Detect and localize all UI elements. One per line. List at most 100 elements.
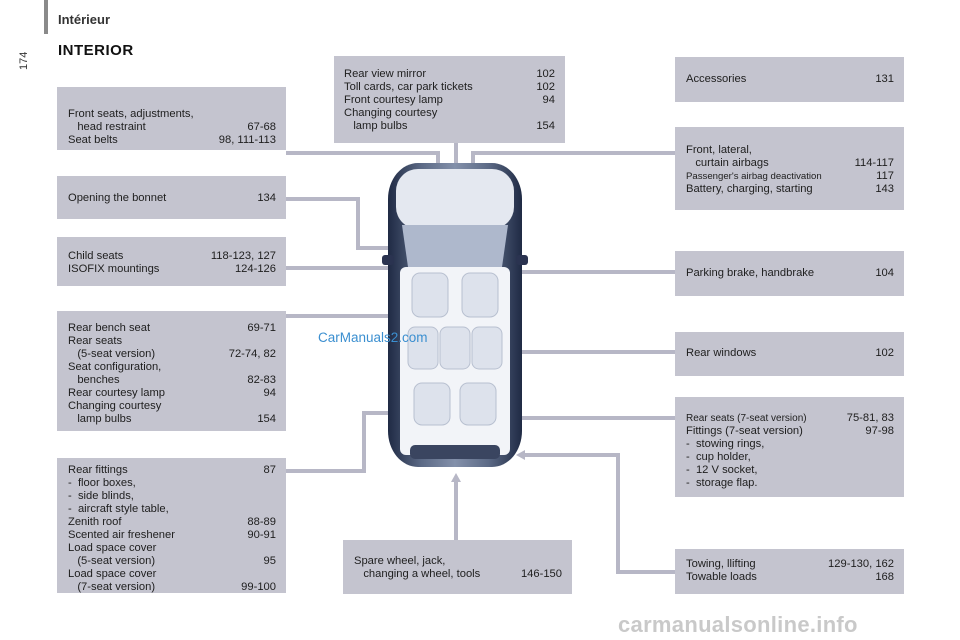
entry-label: Scented air freshener [68, 529, 175, 541]
index-entry: Load space cover [68, 568, 276, 581]
page-edge-bar [44, 0, 48, 34]
entry-label: - 12 V socket, [686, 464, 758, 476]
entry-page-ref: 154 [536, 120, 555, 132]
entry-label: Fittings (7-seat version) [686, 425, 803, 437]
entry-label: ISOFIX mountings [68, 263, 160, 275]
index-entry: - cup holder, [686, 451, 894, 464]
index-entry: head restraint 67-68 [68, 121, 276, 134]
entry-label: - floor boxes, [68, 477, 136, 489]
entry-page-ref: 154 [257, 413, 276, 425]
index-entry: Load space cover [68, 542, 276, 555]
entry-page-ref: 69-71 [247, 322, 276, 334]
page-title: INTERIOR [58, 42, 134, 59]
entry-label: Passenger's airbag deactivation [686, 171, 822, 182]
entry-label: Rear view mirror [344, 68, 427, 80]
entry-page-ref: 102 [536, 81, 555, 93]
entry-label: Load space cover [68, 568, 157, 580]
index-entry: Front courtesy lamp 94 [344, 94, 555, 107]
entry-page-ref: 94 [542, 94, 555, 106]
entry-page-ref: 88-89 [247, 516, 276, 528]
entry-label: Rear seats [68, 335, 123, 347]
entry-label: Rear bench seat [68, 322, 151, 334]
entry-label: Parking brake, handbrake [686, 267, 815, 279]
index-entry: Scented air freshener 90-91 [68, 529, 276, 542]
entry-page-ref: 129-130, 162 [828, 558, 894, 570]
entry-label: - aircraft style table, [68, 503, 169, 515]
entry-page-ref: 118-123, 127 [210, 250, 276, 262]
index-entry: Rear seats [68, 335, 276, 348]
index-entry: (5-seat version) 72-74, 82 [68, 348, 276, 361]
entry-label: (7-seat version) [68, 581, 156, 593]
section-title: Intérieur [58, 12, 111, 27]
entry-page-ref: 131 [875, 73, 894, 85]
entry-label: Load space cover [68, 542, 157, 554]
entry-page-ref: 72-74, 82 [228, 348, 276, 360]
entry-label: changing a wheel, tools [354, 568, 481, 580]
index-entry: Front seats, adjustments, [68, 108, 276, 121]
entry-label: benches [68, 374, 120, 386]
entry-label: Toll cards, car park tickets [344, 81, 473, 93]
entry-page-ref: 67-68 [247, 121, 276, 133]
entry-label: - cup holder, [686, 451, 751, 463]
entry-label: Seat belts [68, 134, 118, 146]
entry-label: Spare wheel, jack, [354, 555, 446, 567]
entry-page-ref: 75-81, 83 [846, 412, 894, 424]
list: Front seats, adjustments, head restraint… [68, 108, 276, 147]
index-entry: Zenith roof 88-89 [68, 516, 276, 529]
entry-page-ref: 102 [536, 68, 555, 80]
index-entry: (7-seat version)99-100 [68, 581, 276, 594]
index-entry: (5-seat version)95 [68, 555, 276, 568]
entry-label: Zenith roof [68, 516, 122, 528]
entry-page-ref: 168 [875, 571, 894, 583]
index-entry: Seat configuration, [68, 361, 276, 374]
index-entry: Rear bench seat 69-71 [68, 322, 276, 335]
index-entry: - 12 V socket, [686, 464, 894, 477]
entry-page-ref: 97-98 [865, 425, 894, 437]
entry-label: Front courtesy lamp [344, 94, 443, 106]
entry-page-ref: 87 [263, 464, 276, 476]
entry-label: lamp bulbs [68, 413, 132, 425]
entry-page-ref: 102 [875, 347, 894, 359]
index-entry: Spare wheel, jack, [354, 555, 562, 568]
entry-page-ref: 124-126 [234, 263, 276, 275]
entry-label: Opening the bonnet [68, 192, 167, 204]
list: Spare wheel, jack, changing a wheel, too… [354, 555, 562, 581]
entry-page-ref: 114-117 [854, 157, 894, 169]
entry-label: curtain airbags [686, 157, 769, 169]
entry-label: Accessories [686, 73, 747, 85]
entry-label: - stowing rings, [686, 438, 765, 450]
list: Accessories 131 [686, 73, 894, 86]
entry-page-ref: 90-91 [247, 529, 276, 541]
front-seats-box: Front seats, adjustments, head restraint… [57, 87, 286, 150]
index-entry: Front, lateral, [686, 144, 894, 157]
index-entry: - aircraft style table, [68, 503, 276, 516]
entry-label: head restraint [68, 121, 146, 133]
entry-label: (5-seat version) [68, 348, 156, 360]
index-entry: Fittings (7-seat version) 97-98 [686, 425, 894, 438]
entry-label: Rear courtesy lamp [68, 387, 165, 399]
entry-label: Rear seats (7-seat version) [686, 413, 807, 424]
index-entry: - storage flap. [686, 477, 894, 490]
